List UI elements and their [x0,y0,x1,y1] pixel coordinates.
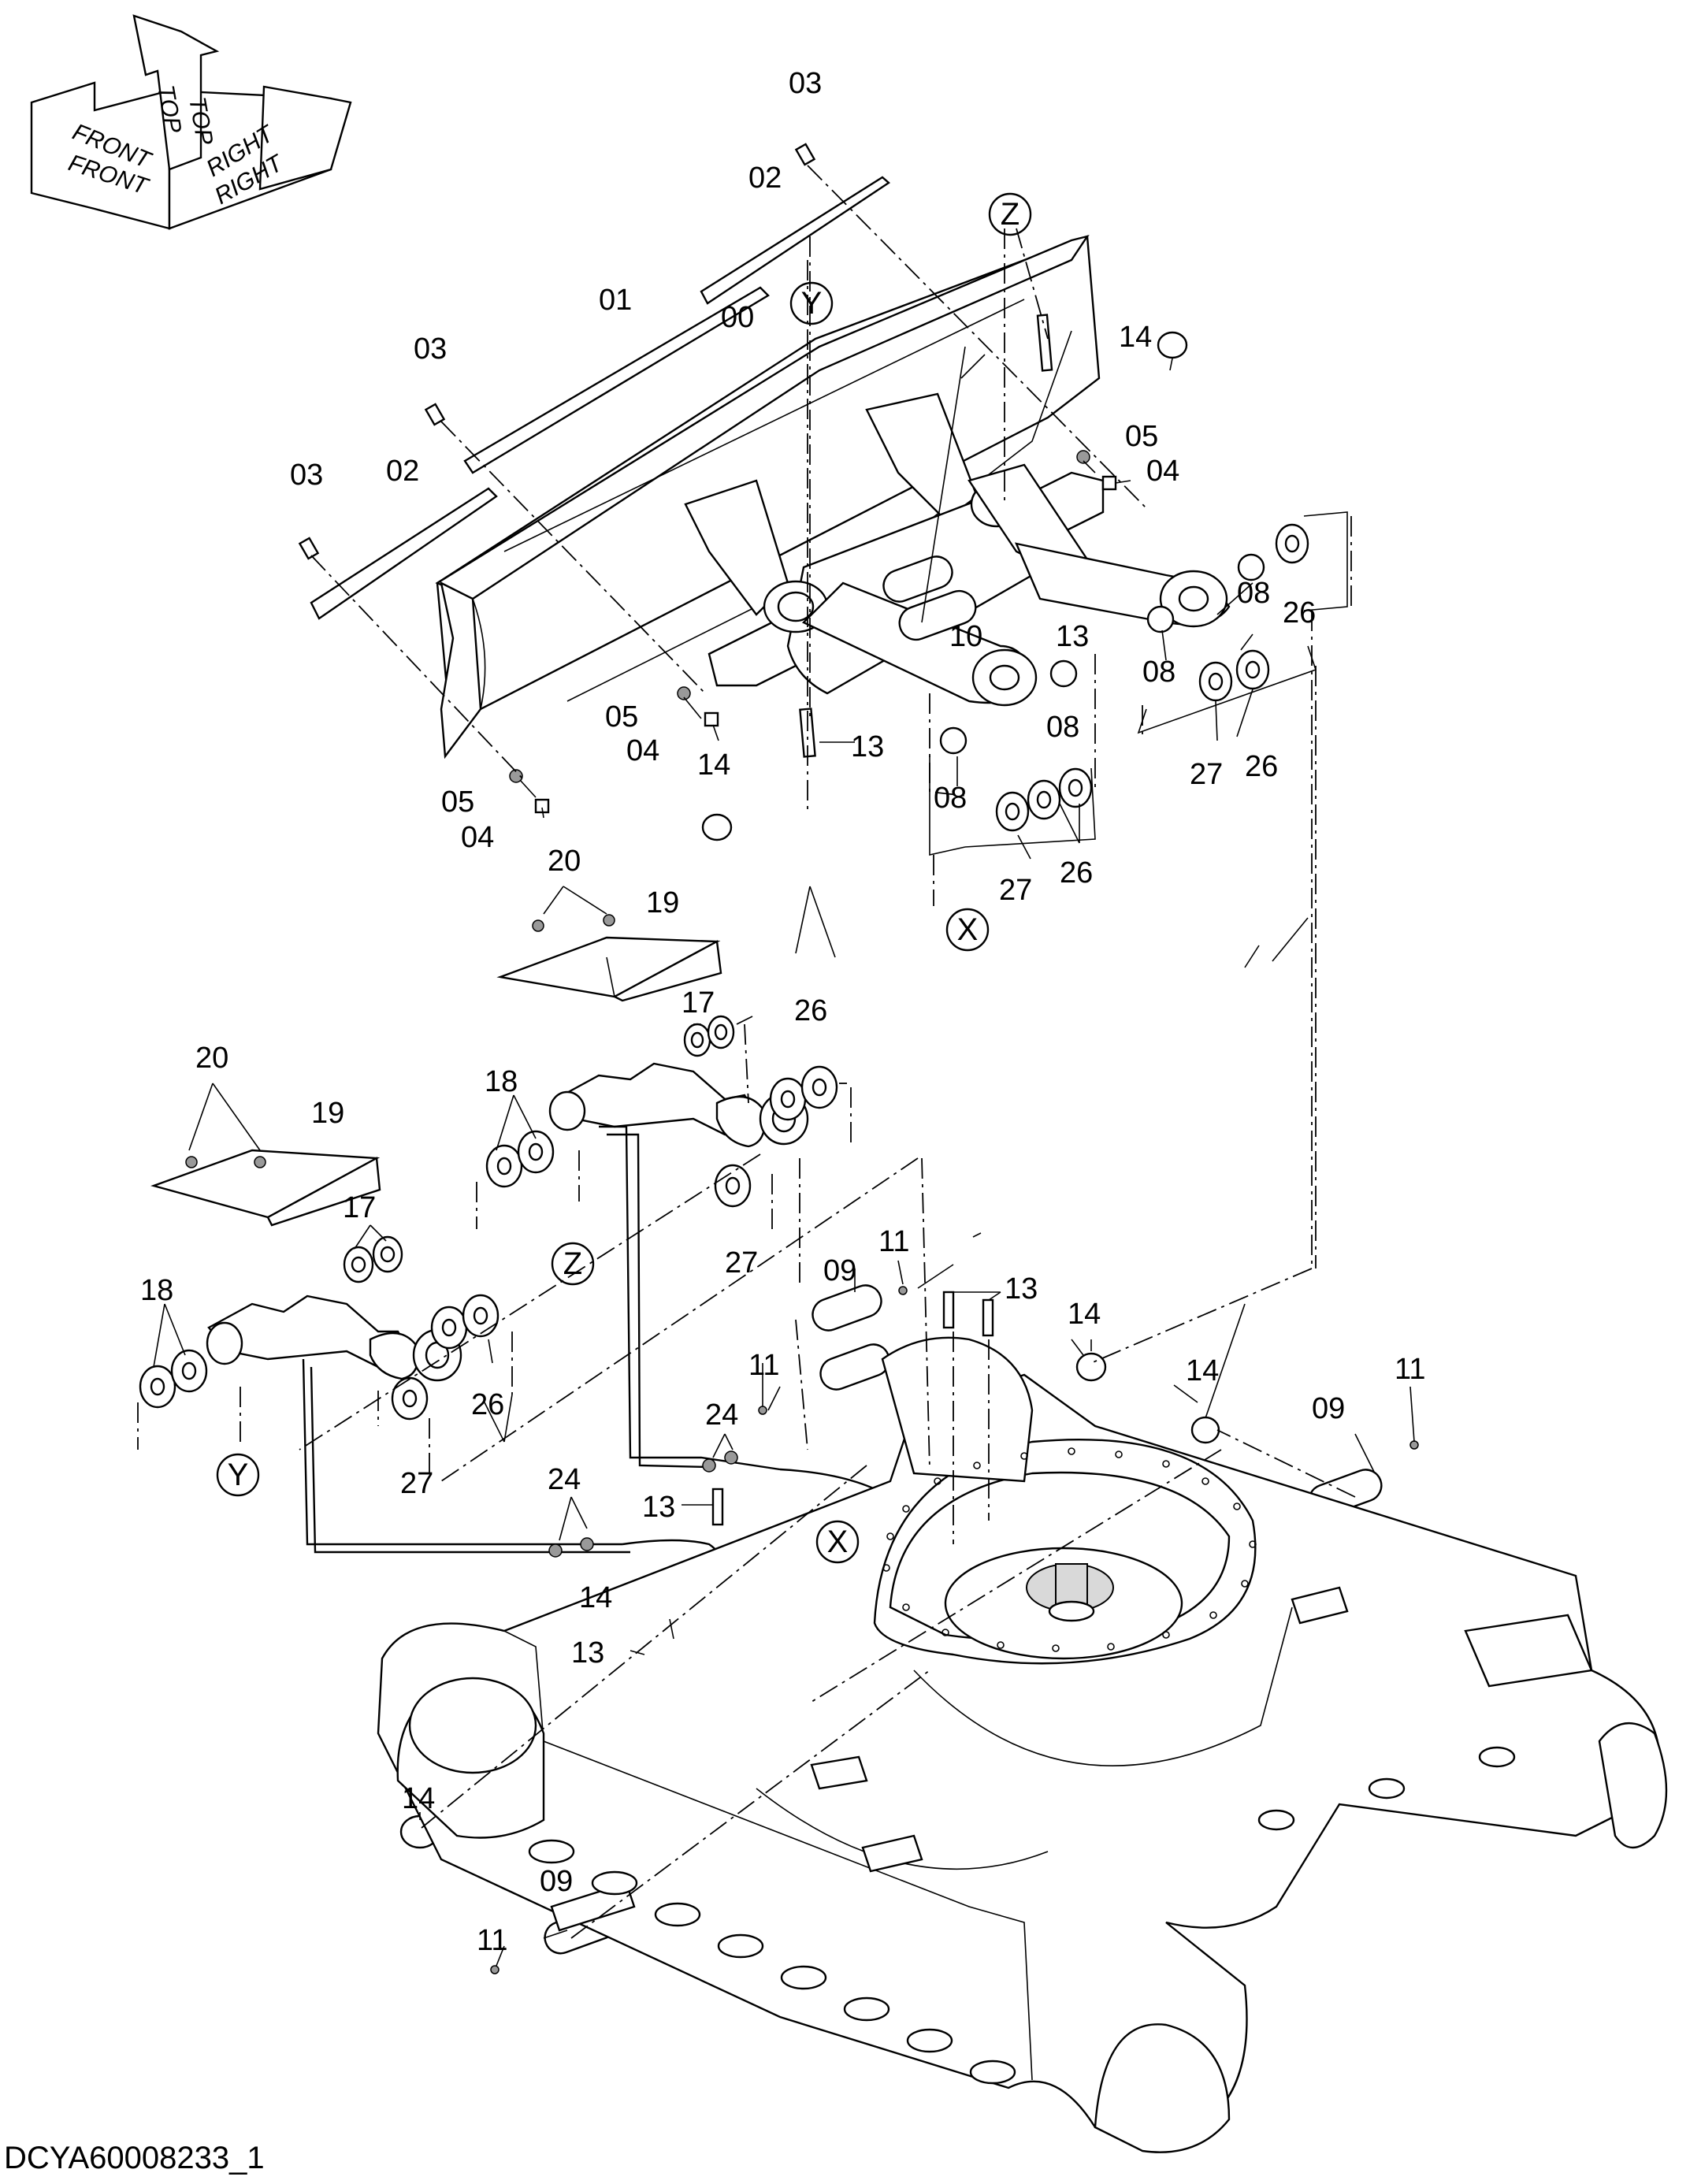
view-tags: Z Y X Z Y X [216,192,1032,1564]
callout-labels: 03 02 01 00 03 03 02 14 05 04 10 13 08 2… [140,67,1425,1957]
callout-11: 11 [477,1924,507,1957]
callout-04: 04 [461,821,494,854]
callout-24: 24 [705,1398,738,1432]
cutting-edge-01 [463,286,770,474]
callout-08: 08 [934,782,967,815]
callout-27: 27 [725,1246,758,1280]
callout-05: 05 [1125,420,1158,453]
callout-08: 08 [1142,656,1175,689]
orientation-compass: FRONT FRONT TOP TOP RIGHT RIGHT [30,14,352,230]
view-tag-x-top [945,908,990,952]
callout-20: 20 [548,845,581,878]
view-tag-y-mid [216,1453,260,1497]
callout-01: 01 [599,284,632,317]
callout-03: 03 [290,459,323,492]
callout-17: 17 [343,1191,376,1224]
callout-26: 26 [1060,856,1093,890]
callout-arrows [153,346,1415,1967]
undercarriage-frame [377,1336,1668,2153]
callout-14: 14 [579,1581,612,1614]
view-tag-y-top-label: Y [801,286,823,321]
callout-09: 09 [540,1865,573,1898]
callout-14: 14 [697,748,730,782]
dozer-blade [435,235,1231,760]
view-tag-x-lower [815,1520,860,1564]
end-bit-02-left [310,487,498,620]
callout-05: 05 [441,786,474,819]
lower-cylinder-group [139,1149,500,1421]
callout-19: 19 [646,886,679,919]
view-tag-y-top [789,281,834,325]
callout-10: 10 [949,620,982,653]
callout-02: 02 [748,162,782,195]
callout-26: 26 [794,994,827,1027]
view-tag-x-lower-label: X [827,1525,849,1559]
callout-00: 00 [721,301,754,334]
callout-04: 04 [626,734,659,767]
drawing-code: DCYA60008233_1 [4,2141,265,2175]
callout-11: 11 [878,1225,909,1258]
callout-02: 02 [386,455,419,488]
view-tag-z-mid-label: Z [563,1246,582,1281]
callout-24: 24 [548,1463,581,1496]
bearing-bolt-holes [882,1447,1257,1652]
callout-13: 13 [571,1636,604,1670]
callout-19: 19 [311,1097,344,1130]
callout-08: 08 [1237,577,1270,610]
callout-14: 14 [1068,1298,1101,1331]
end-bit-02-right [700,176,890,305]
group-brackets [137,516,1352,1473]
callout-03: 03 [789,67,822,100]
callout-13: 13 [1005,1272,1038,1306]
callout-14: 14 [1186,1354,1219,1387]
cutting-edges [310,176,890,620]
callout-08: 08 [1046,711,1079,744]
callout-04: 04 [1146,455,1179,488]
callout-17: 17 [682,986,715,1020]
callout-09: 09 [823,1254,856,1287]
callout-26: 26 [1283,596,1316,630]
view-tag-z-top-label: Z [1001,197,1019,232]
callout-03: 03 [414,332,447,366]
leader-lines [240,165,1356,1939]
callout-27: 27 [1190,758,1223,791]
callout-13: 13 [1056,620,1089,653]
bolts [298,143,1117,814]
view-tag-x-top-label: X [957,912,979,947]
view-tag-z-mid [551,1242,595,1286]
callout-11: 11 [748,1349,779,1382]
callout-11: 11 [1395,1353,1425,1386]
view-tag-y-mid-label: Y [228,1458,249,1492]
callout-27: 27 [999,874,1032,907]
callout-26: 26 [1245,750,1278,783]
callout-18: 18 [140,1274,173,1307]
callout-20: 20 [195,1042,228,1075]
callout-26: 26 [471,1388,504,1421]
callout-09: 09 [1312,1392,1345,1425]
top-rings [701,314,1309,841]
callout-13: 13 [642,1491,675,1524]
view-tag-z-top [988,192,1032,236]
callout-05: 05 [605,700,638,734]
callout-27: 27 [400,1467,433,1500]
callout-14: 14 [1119,321,1152,354]
track-rollers [528,1746,1516,2085]
callout-13: 13 [851,730,884,763]
callout-18: 18 [485,1065,518,1098]
upper-cylinder-group [485,914,838,1208]
hydraulic-hoses [302,1125,970,1655]
callout-14: 14 [402,1782,435,1815]
